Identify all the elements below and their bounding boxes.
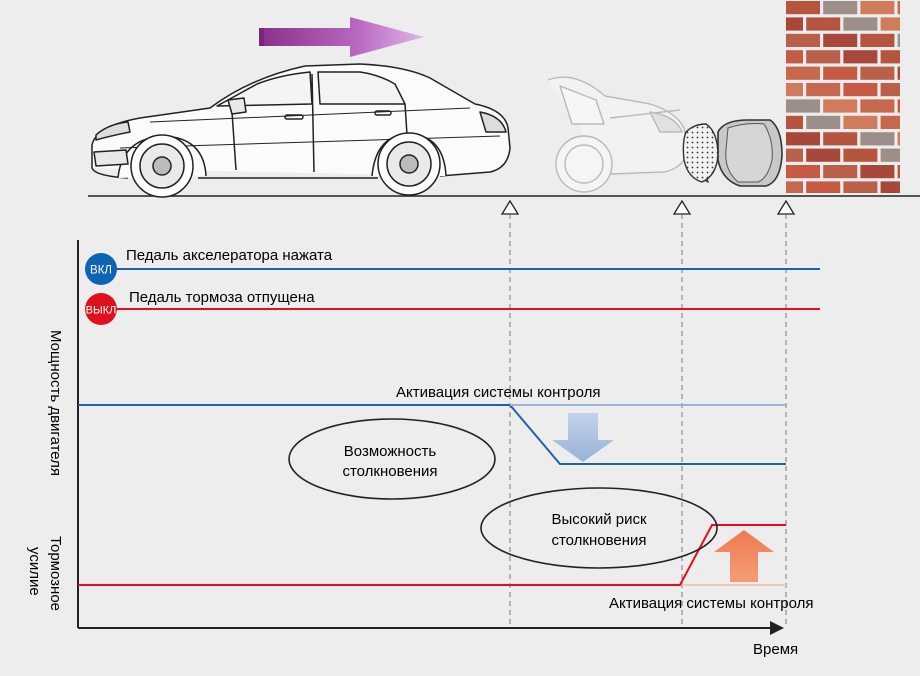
brick (843, 83, 878, 97)
off-badge-label: ВЫКЛ (86, 305, 117, 317)
brick (843, 148, 878, 162)
brick (806, 83, 841, 97)
brick (897, 66, 900, 80)
brake-label: Педаль тормоза отпущена (129, 289, 315, 306)
time-axis-label: Время (753, 641, 798, 658)
brick (786, 17, 803, 31)
brake-force-axis-label-line1: Тормозное (47, 536, 64, 611)
possible-collision-line1: Возможность (344, 443, 437, 460)
brick (880, 83, 900, 97)
brick (823, 1, 858, 15)
power-decrease-arrow-icon (552, 413, 614, 462)
brick (897, 165, 900, 179)
brick (786, 148, 803, 162)
brick (786, 66, 820, 80)
brick (897, 1, 900, 15)
brick (860, 99, 895, 113)
brick (806, 50, 841, 64)
brick (823, 132, 858, 146)
engine-power-line (78, 404, 786, 465)
control-activation-label-top: Активация системы контроля (396, 384, 601, 401)
possible-collision-line2: столкновения (342, 463, 437, 480)
brick (806, 181, 841, 193)
off-badge: ВЫКЛ (85, 293, 117, 325)
engine-power-axis-label: Мощность двигателя (47, 330, 64, 476)
brake-force-line (78, 524, 786, 586)
brick (786, 50, 803, 64)
brick (897, 99, 900, 113)
timing-markers (500, 199, 796, 215)
on-badge-label: ВКЛ (90, 265, 112, 277)
sedan-car-icon (91, 63, 511, 198)
marker-warning (500, 199, 520, 215)
brick (860, 33, 895, 47)
brick (843, 17, 878, 31)
brick (843, 181, 878, 193)
brick (860, 66, 895, 80)
brick (880, 50, 900, 64)
brick (843, 115, 878, 129)
brick-wall-icon (786, 0, 900, 193)
accelerator-label: Педаль акселератора нажата (126, 247, 333, 264)
brick (806, 148, 841, 162)
high-risk-line1: Высокий риск (551, 511, 647, 528)
brick (897, 33, 900, 47)
brick (786, 115, 803, 129)
control-activation-label-bottom: Активация системы контроля (609, 595, 814, 612)
brick (806, 17, 841, 31)
airbag-icon (682, 119, 783, 187)
on-badge: ВКЛ (85, 253, 117, 285)
brake-increase-arrow-icon (714, 530, 774, 582)
brick (880, 181, 900, 193)
brick (823, 33, 858, 47)
crashing-car-icon (547, 76, 689, 193)
brick (786, 1, 820, 15)
possible-collision-bubble: Возможность столкновения (288, 418, 496, 500)
time-axis-arrowhead (770, 621, 784, 635)
brick (806, 115, 841, 129)
brick (860, 165, 895, 179)
brick (843, 50, 878, 64)
high-risk-line2: столкновения (551, 532, 646, 549)
brick (860, 1, 895, 15)
brake-force-axis-label-line2: усилие (26, 547, 43, 596)
brick (823, 66, 858, 80)
brick (786, 132, 820, 146)
brick (860, 132, 895, 146)
high-risk-bubble: Высокий риск столкновения (480, 487, 718, 569)
brick (880, 148, 900, 162)
marker-high-risk (672, 199, 692, 215)
marker-impact (776, 199, 796, 215)
chart-axes (77, 240, 784, 635)
brick (823, 99, 858, 113)
brick (786, 165, 820, 179)
brick (880, 115, 900, 129)
brick (786, 99, 820, 113)
brick (897, 132, 900, 146)
timing-guides (509, 214, 787, 627)
motion-arrow-icon (259, 17, 424, 57)
brick (786, 33, 820, 47)
brick (786, 83, 803, 97)
brick (786, 181, 803, 193)
brick (880, 17, 900, 31)
brick (823, 165, 858, 179)
